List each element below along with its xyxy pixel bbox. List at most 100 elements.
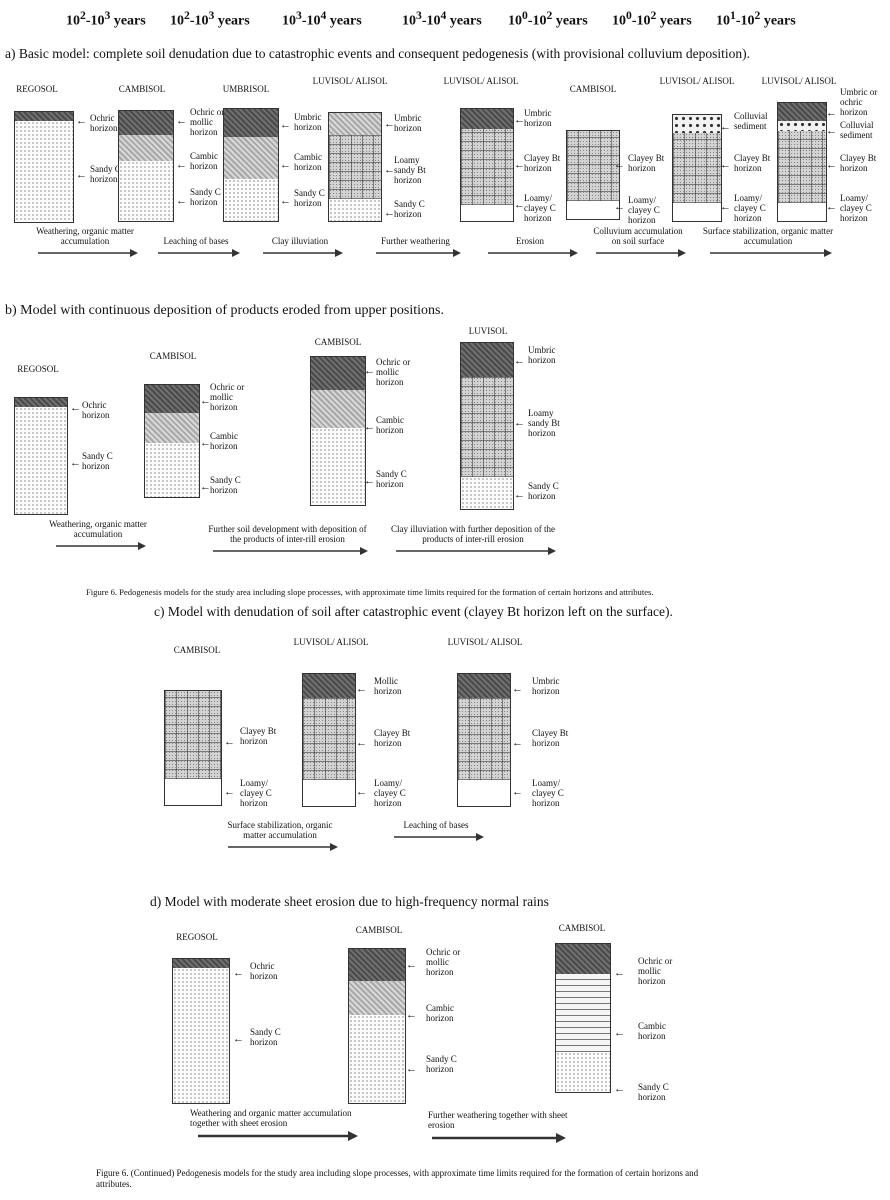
horizon-label: Sandy C horizon <box>638 1082 669 1102</box>
process-arrow: Surface stabilization, organic matter ac… <box>702 226 834 257</box>
horizon-label: Loamy sandy Bt horizon <box>394 155 426 185</box>
section-a-heading: a) Basic model: complete soil denudation… <box>5 46 750 61</box>
horizon-label: Sandy C horizon <box>528 481 559 501</box>
soil-profile-luvisol <box>302 673 356 807</box>
horizon-label: Loamy sandy Bt horizon <box>528 408 560 438</box>
process-arrow: Leaching of bases <box>386 820 486 841</box>
horizon-label: Loamy/ clayey C horizon <box>524 193 556 223</box>
soil-profile-cambisol <box>555 943 611 1093</box>
soil-title: LUVISOL <box>468 326 508 336</box>
pointer-arrow-icon: ← <box>280 159 291 171</box>
pointer-arrow-icon: ← <box>364 365 375 377</box>
pointer-arrow-icon: ← <box>76 169 87 181</box>
time-label-2: 102-103 years <box>170 9 250 29</box>
horizon-label: Umbric horizon <box>532 676 560 696</box>
pointer-arrow-icon: ← <box>514 355 525 367</box>
horizon-label: Clayey Bt horizon <box>374 728 411 748</box>
time-label-3: 103-104 years <box>282 9 362 29</box>
pointer-arrow-icon: ← <box>614 1027 625 1039</box>
soil-title: LUVISOL/ ALISOL <box>761 76 837 86</box>
pointer-arrow-icon: ← <box>76 115 87 127</box>
pointer-arrow-icon: ← <box>826 125 837 137</box>
soil-title: REGOSOL <box>16 84 58 94</box>
horizon-label: Loamy/ clayey C horizon <box>532 778 564 808</box>
pointer-arrow-icon: ← <box>70 457 81 469</box>
pointer-arrow-icon: ← <box>200 481 211 493</box>
horizon-label: Sandy C horizon <box>394 199 425 219</box>
pointer-arrow-icon: ← <box>514 417 525 429</box>
soil-title: LUVISOL/ ALISOL <box>447 637 523 647</box>
pointer-arrow-icon: ← <box>384 118 395 130</box>
soil-profile-luvisol <box>460 342 514 510</box>
horizon-label: Clayey Bt horizon <box>532 728 569 748</box>
horizon-label: Cambic horizon <box>638 1021 666 1041</box>
pointer-arrow-icon: ← <box>364 475 375 487</box>
process-arrow: Weathering, organic matter accumulation <box>30 226 140 257</box>
horizon-label: Ochric or mollic horizon <box>190 107 225 137</box>
soil-profile-luvisol <box>460 108 514 222</box>
pointer-arrow-icon: ← <box>406 959 417 971</box>
pointer-arrow-icon: ← <box>826 107 837 119</box>
soil-title: CAMBISOL <box>173 645 221 655</box>
pointer-arrow-icon: ← <box>384 164 395 176</box>
horizon-label: Ochric or mollic horizon <box>426 947 461 977</box>
horizon-label: Ochric or mollic horizon <box>210 382 245 412</box>
pointer-arrow-icon: ← <box>406 1063 417 1075</box>
soil-title: UMBRISOL <box>222 84 270 94</box>
horizon-label: Colluvial sediment <box>840 120 874 140</box>
process-arrow: Clay illuviation with further deposition… <box>388 524 558 555</box>
horizon-label: Loamy/ clayey C horizon <box>840 193 872 223</box>
soil-profile-cambisol <box>144 384 200 498</box>
pointer-arrow-icon: ← <box>280 195 291 207</box>
time-label-6: 100-102 years <box>612 9 692 29</box>
horizon-label: Sandy C horizon <box>294 188 325 208</box>
horizon-label: Loamy/ clayey C horizon <box>628 195 660 225</box>
figure-caption-continued: Figure 6. (Continued) Pedogenesis models… <box>96 1168 699 1189</box>
horizon-label: Loamy/ clayey C horizon <box>374 778 406 808</box>
process-arrow: Colluvium accumulation on soil surface <box>588 226 688 257</box>
process-arrow: Clay illuviation <box>255 236 345 257</box>
horizon-label: Sandy C horizon <box>90 164 121 184</box>
soil-profile-regosol <box>14 111 74 223</box>
horizon-label: Sandy C horizon <box>82 451 113 471</box>
soil-profile-luvisol <box>777 102 827 222</box>
soil-title: LUVISOL/ ALISOL <box>312 76 388 86</box>
pointer-arrow-icon: ← <box>514 199 525 211</box>
pointer-arrow-icon: ← <box>224 736 235 748</box>
soil-title: CAMBISOL <box>558 923 606 933</box>
pointer-arrow-icon: ← <box>233 967 244 979</box>
horizon-label: Ochric horizon <box>82 400 110 420</box>
time-label-1: 102-103 years <box>66 9 146 29</box>
pointer-arrow-icon: ← <box>406 1009 417 1021</box>
horizon-label: Colluvial sediment <box>734 111 768 131</box>
pointer-arrow-icon: ← <box>514 159 525 171</box>
pointer-arrow-icon: ← <box>720 121 731 133</box>
soil-profile-umbrisol <box>223 108 279 222</box>
soil-title: LUVISOL/ ALISOL <box>659 76 735 86</box>
soil-profile-cambisol <box>566 130 620 220</box>
process-arrow: Further soil development with deposition… <box>205 524 370 555</box>
horizon-label: Umbric horizon <box>394 113 422 133</box>
pointer-arrow-icon: ← <box>720 201 731 213</box>
horizon-label: Cambic horizon <box>426 1003 454 1023</box>
pointer-arrow-icon: ← <box>280 119 291 131</box>
pointer-arrow-icon: ← <box>512 737 523 749</box>
horizon-label: Clayey Bt horizon <box>734 153 771 173</box>
horizon-label: Sandy C horizon <box>426 1054 457 1074</box>
figure-caption: Figure 6. Pedogenesis models for the stu… <box>86 587 654 597</box>
horizon-label: Ochric horizon <box>250 961 278 981</box>
horizon-label: Ochric or mollic horizon <box>376 357 411 387</box>
pointer-arrow-icon: ← <box>512 683 523 695</box>
pointer-arrow-icon: ← <box>176 159 187 171</box>
soil-profile-cambisol <box>310 356 366 506</box>
horizon-label: Clayey Bt horizon <box>840 153 877 173</box>
pointer-arrow-icon: ← <box>356 786 367 798</box>
pointer-arrow-icon: ← <box>356 683 367 695</box>
soil-title: CAMBISOL <box>314 337 362 347</box>
horizon-label: Clayey Bt horizon <box>524 153 561 173</box>
soil-profile-regosol <box>172 958 230 1104</box>
soil-title: REGOSOL <box>17 364 59 374</box>
horizon-label: Sandy C horizon <box>210 475 241 495</box>
pointer-arrow-icon: ← <box>512 786 523 798</box>
pointer-arrow-icon: ← <box>826 159 837 171</box>
